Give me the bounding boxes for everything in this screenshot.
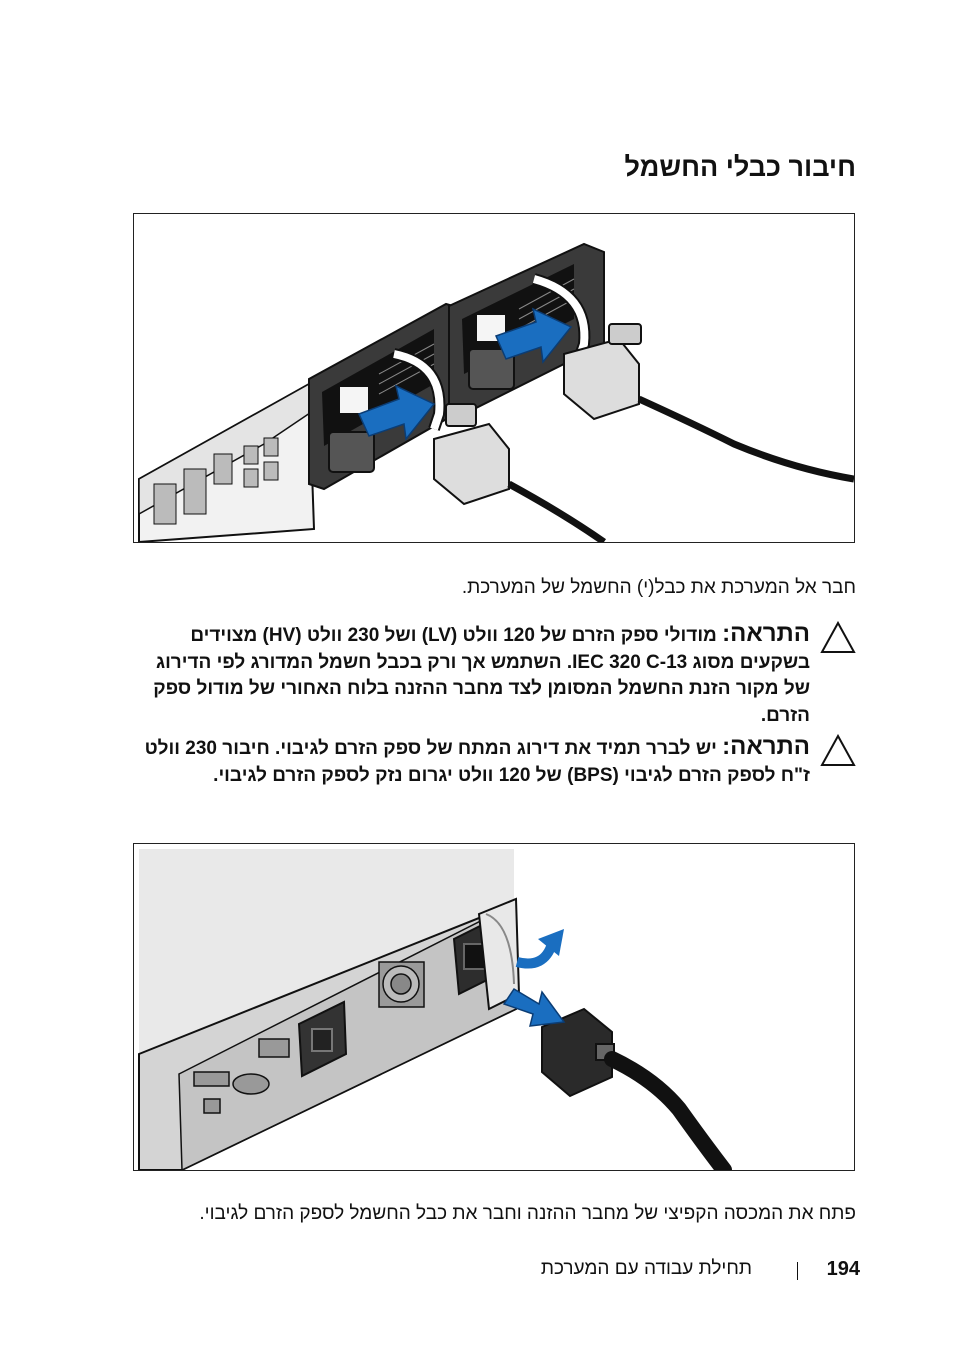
footer-title: תחילת עבודה עם המערכת xyxy=(540,1258,752,1279)
power-cable-ups-figure xyxy=(133,843,855,1171)
caution-note-voltage-modules: התראה: מודולי ספק הזרם של 120 וולט (LV) … xyxy=(136,620,856,729)
page-number: 194 xyxy=(826,1258,860,1280)
caution-text: מודולי ספק הזרם של 120 וולט (LV) ושל 230… xyxy=(153,625,810,726)
step-connect-cables: חבר אל המערכת את כבל(י) החשמל של המערכת. xyxy=(461,577,856,598)
insert-arrow-icon xyxy=(357,307,573,441)
power-cable-server-figure xyxy=(133,213,855,543)
caution-text: יש לברר תמיד את דירוג המתח של ספק הזרם ל… xyxy=(144,738,810,786)
page-footer: 194 תחילת עבודה עם המערכת xyxy=(440,1258,860,1288)
warning-triangle-icon xyxy=(820,734,856,766)
page-title: חיבור כבלי החשמל xyxy=(624,152,856,182)
footer-separator xyxy=(797,1262,798,1280)
step-open-cover-connect-bps: פתח את המכסה הקפיצי של מחבר ההזנה וחבר א… xyxy=(199,1203,856,1224)
insert-arrow-icon xyxy=(502,987,566,1027)
server-power-illustration xyxy=(138,242,854,542)
ups-power-illustration xyxy=(138,849,732,1170)
caution-label: התראה: xyxy=(722,620,810,647)
warning-triangle-icon xyxy=(820,621,856,653)
open-cover-arrow-icon xyxy=(515,929,564,969)
caution-note-bps-voltage: התראה: יש לברר תמיד את דירוג המתח של ספק… xyxy=(136,733,856,789)
caution-label: התראה: xyxy=(722,733,810,760)
